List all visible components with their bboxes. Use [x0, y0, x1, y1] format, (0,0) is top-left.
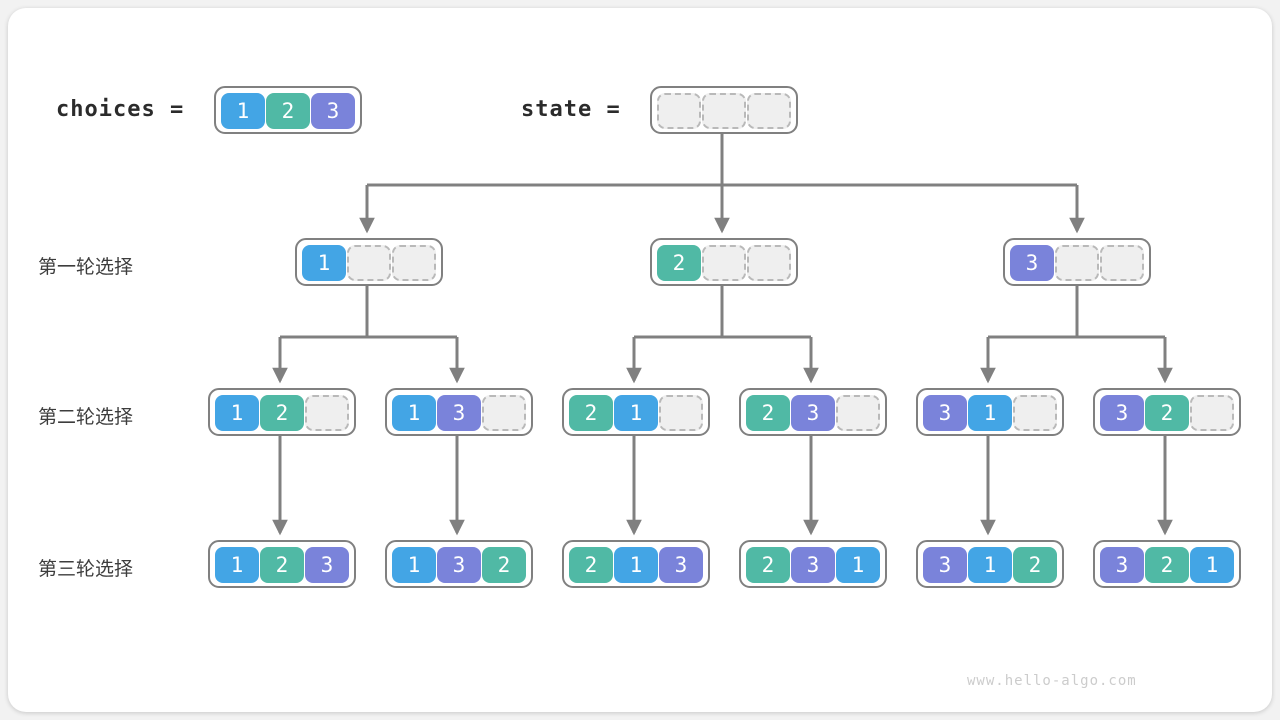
round-3-node-6-cell-1: 2	[1145, 547, 1189, 583]
round-3-node-4-cell-1: 3	[791, 547, 835, 583]
watermark: www.hello-algo.com	[967, 673, 1137, 689]
round-3-node-5-cell-0: 3	[923, 547, 967, 583]
round-2-node-4-cell-2	[836, 395, 880, 431]
round-2-node-1-cell-2	[305, 395, 349, 431]
choices-label: choices =	[56, 97, 185, 122]
round-2-node-2-cell-1: 3	[437, 395, 481, 431]
round-2-node-6-cell-1: 2	[1145, 395, 1189, 431]
round-2-node-4-cell-0: 2	[746, 395, 790, 431]
choices-cell-1: 2	[266, 93, 310, 129]
round-2-node-1-cell-1: 2	[260, 395, 304, 431]
round-3-node-2-cell-1: 3	[437, 547, 481, 583]
state-array	[650, 86, 798, 134]
round-2-node-4-cell-1: 3	[791, 395, 835, 431]
round-1-node-2-cell-2	[747, 245, 791, 281]
state-cell-1	[702, 93, 746, 129]
round-3-node-5-cell-2: 2	[1013, 547, 1057, 583]
round-1-node-2-cell-0: 2	[657, 245, 701, 281]
round-3-node-3-cell-1: 1	[614, 547, 658, 583]
row-label-round-2: 第二轮选择	[38, 407, 134, 428]
round-1-node-3-cell-0: 3	[1010, 245, 1054, 281]
state-node-round-1-1: 1	[295, 238, 443, 286]
round-1-node-2-cell-1	[702, 245, 746, 281]
round-2-node-3-cell-0: 2	[569, 395, 613, 431]
round-2-node-2-cell-2	[482, 395, 526, 431]
round-3-node-3-cell-0: 2	[569, 547, 613, 583]
round-1-node-3-cell-2	[1100, 245, 1144, 281]
state-node-round-1-3: 3	[1003, 238, 1151, 286]
choices-cell-0: 1	[221, 93, 265, 129]
round-2-node-6-cell-0: 3	[1100, 395, 1144, 431]
round-3-node-1-cell-2: 3	[305, 547, 349, 583]
round-3-node-1-cell-1: 2	[260, 547, 304, 583]
round-2-node-5-cell-2	[1013, 395, 1057, 431]
round-3-node-3-cell-2: 3	[659, 547, 703, 583]
state-cell-0	[657, 93, 701, 129]
round-2-node-5-cell-0: 3	[923, 395, 967, 431]
round-3-node-4-cell-0: 2	[746, 547, 790, 583]
round-1-node-3-cell-1	[1055, 245, 1099, 281]
state-cell-2	[747, 93, 791, 129]
state-node-round-1-2: 2	[650, 238, 798, 286]
round-3-node-2-cell-0: 1	[392, 547, 436, 583]
round-2-node-1-cell-0: 1	[215, 395, 259, 431]
round-2-node-3-cell-1: 1	[614, 395, 658, 431]
round-1-node-1-cell-2	[392, 245, 436, 281]
round-3-node-4-cell-2: 1	[836, 547, 880, 583]
round-2-node-2-cell-0: 1	[392, 395, 436, 431]
round-3-node-6-cell-2: 1	[1190, 547, 1234, 583]
round-3-node-6-cell-0: 3	[1100, 547, 1144, 583]
round-2-node-5-cell-1: 1	[968, 395, 1012, 431]
round-1-node-1-cell-1	[347, 245, 391, 281]
round-2-node-6-cell-2	[1190, 395, 1234, 431]
round-3-node-1-cell-0: 1	[215, 547, 259, 583]
row-label-round-1: 第一轮选择	[38, 257, 134, 278]
choices-cell-2: 3	[311, 93, 355, 129]
state-label: state =	[521, 97, 621, 122]
row-label-round-3: 第三轮选择	[38, 559, 134, 580]
round-3-node-5-cell-1: 1	[968, 547, 1012, 583]
round-1-node-1-cell-0: 1	[302, 245, 346, 281]
round-3-node-2-cell-2: 2	[482, 547, 526, 583]
round-2-node-3-cell-2	[659, 395, 703, 431]
